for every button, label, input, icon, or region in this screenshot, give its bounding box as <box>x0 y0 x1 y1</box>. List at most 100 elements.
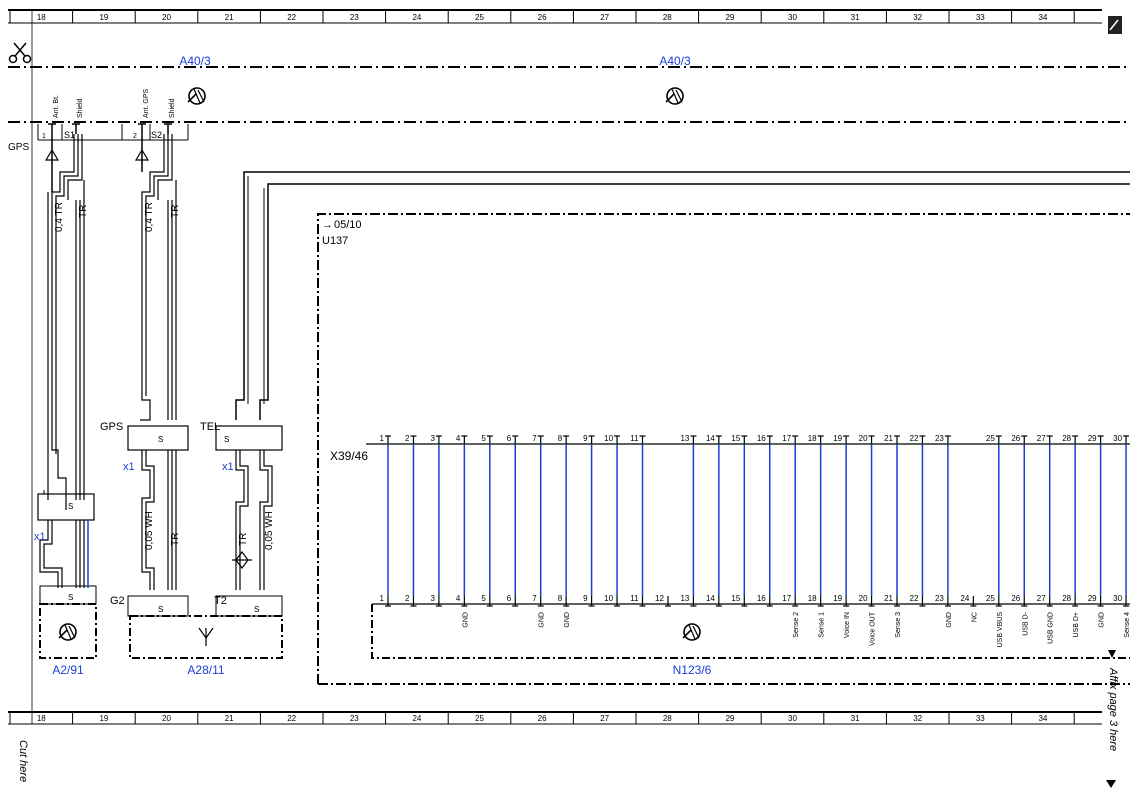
n123-pin-number: 10 <box>604 594 613 603</box>
n123-pin-number: 21 <box>884 594 893 603</box>
x39-pin-number: 11 <box>630 434 639 443</box>
x39-pin-number: 20 <box>859 434 868 443</box>
shield2-label: Shield <box>169 98 176 118</box>
signal-label: USB GND <box>1048 612 1055 644</box>
n123-pin-number: 22 <box>910 594 919 603</box>
n123-pin-number: 14 <box>706 594 715 603</box>
x39-pin-number: 1 <box>380 434 385 443</box>
n123-pin-number: 26 <box>1011 594 1020 603</box>
n123-pin-number: 12 <box>655 594 664 603</box>
s1-label: S1 <box>64 130 75 140</box>
n123-pin-number: 25 <box>986 594 995 603</box>
x39-pin-number: 5 <box>481 434 486 443</box>
wire-04tr-label-2: 0,4 TR <box>144 202 155 232</box>
signal-label: Sense 3 <box>895 612 902 638</box>
n123-pin-number: 27 <box>1037 594 1046 603</box>
gps-side-label: GPS <box>8 142 29 153</box>
x39-pin-number: 2 <box>405 434 410 443</box>
ruler-label: 19 <box>99 13 108 22</box>
pin-1-label: 1 <box>42 133 46 140</box>
shield1-label: Shield <box>77 98 84 118</box>
n123-pin-number: 15 <box>731 594 740 603</box>
gps-connector-label: GPS <box>100 421 123 433</box>
s-small-label: S <box>158 435 163 444</box>
x1-label-a: x1 <box>34 531 46 543</box>
x39-pin-number: 16 <box>757 434 766 443</box>
n123-pin-number: 8 <box>558 594 563 603</box>
wire-005wh-label-2: 0,05 WH <box>264 511 275 550</box>
a2-91-box <box>39 603 97 659</box>
a40-3-label-right: A40/3 <box>659 54 691 68</box>
n123-pin-number: 3 <box>430 594 435 603</box>
s2-label: S2 <box>151 130 162 140</box>
x39-pin-number: 6 <box>507 434 512 443</box>
ruler-label: 27 <box>600 13 609 22</box>
signal-label: GND <box>539 612 546 628</box>
x39-46-label: X39/46 <box>330 449 368 463</box>
scissors-icon <box>8 42 32 64</box>
signal-label: GND <box>462 612 469 628</box>
arrow-down-icon <box>1108 650 1116 658</box>
x39-pin-number: 17 <box>782 434 791 443</box>
ruler-label: 21 <box>225 13 234 22</box>
x1-label-c: x1 <box>222 461 234 473</box>
ref-arrow: → <box>322 219 333 231</box>
ruler-label: 34 <box>1038 714 1047 723</box>
signal-label: GND <box>946 612 953 628</box>
x39-pin-number: 13 <box>680 434 689 443</box>
ground-symbol-icon <box>58 623 77 641</box>
ruler-label: 23 <box>350 714 359 723</box>
pin-2-label: 2 <box>133 133 137 140</box>
ref-05-10-label: 05/10 <box>334 219 362 231</box>
n123-6-box <box>371 604 1130 659</box>
ruler-label: 31 <box>851 714 860 723</box>
s-small-label: S <box>254 605 259 614</box>
n123-pin-number: 1 <box>380 594 385 603</box>
x39-pin-number: 19 <box>833 434 842 443</box>
x39-pin-number: 7 <box>532 434 537 443</box>
n123-pin-number: 2 <box>405 594 410 603</box>
n123-pin-number: 28 <box>1062 594 1071 603</box>
x39-pin-number: 21 <box>884 434 893 443</box>
ruler-label: 23 <box>350 13 359 22</box>
n123-pin-number: 13 <box>680 594 689 603</box>
wire-04tr-label-1: 0,4 TR <box>54 202 65 232</box>
ruler-label: 29 <box>725 714 734 723</box>
ground-symbol-icon <box>665 87 684 105</box>
page-corner-icon <box>1108 16 1122 34</box>
ruler-label: 32 <box>913 13 922 22</box>
signal-label: Sense 4 <box>1124 612 1131 638</box>
x39-pin-number: 9 <box>583 434 588 443</box>
n123-pin-number: 18 <box>808 594 817 603</box>
ruler-label: 26 <box>538 13 547 22</box>
n123-6-label: N123/6 <box>673 663 712 677</box>
ruler-bottom <box>8 711 1102 725</box>
x39-pin-number: 28 <box>1062 434 1071 443</box>
ruler-label: 19 <box>99 714 108 723</box>
wire-tr-label-2: TR <box>170 205 181 218</box>
wire-005wh-label-1: 0,05 WH <box>144 511 155 550</box>
x39-pin-number: 14 <box>706 434 715 443</box>
x1-label-b: x1 <box>123 461 135 473</box>
x39-pin-number: 22 <box>910 434 919 443</box>
ruler-label: 32 <box>913 714 922 723</box>
ground-symbol-icon <box>682 623 701 641</box>
n123-pin-number: 6 <box>507 594 512 603</box>
wire-tr-label-4: TR <box>238 533 249 546</box>
signal-label: USB VBUS <box>997 612 1004 648</box>
cut-here-text: Cut here <box>17 740 29 782</box>
ant-gps-label: Ant. GPS <box>143 88 150 118</box>
n123-pin-number: 20 <box>859 594 868 603</box>
ruler-label: 24 <box>412 714 421 723</box>
a28-11-label: A28/11 <box>187 663 224 677</box>
signal-label: GND <box>564 612 571 628</box>
ruler-label: 25 <box>475 714 484 723</box>
affix-page-text: Affix page 3 here <box>1107 667 1119 751</box>
x39-pin-number: 4 <box>456 434 461 443</box>
signal-label: USB D+ <box>1073 612 1080 637</box>
ruler-label: 29 <box>725 13 734 22</box>
x39-pin-number: 29 <box>1088 434 1097 443</box>
